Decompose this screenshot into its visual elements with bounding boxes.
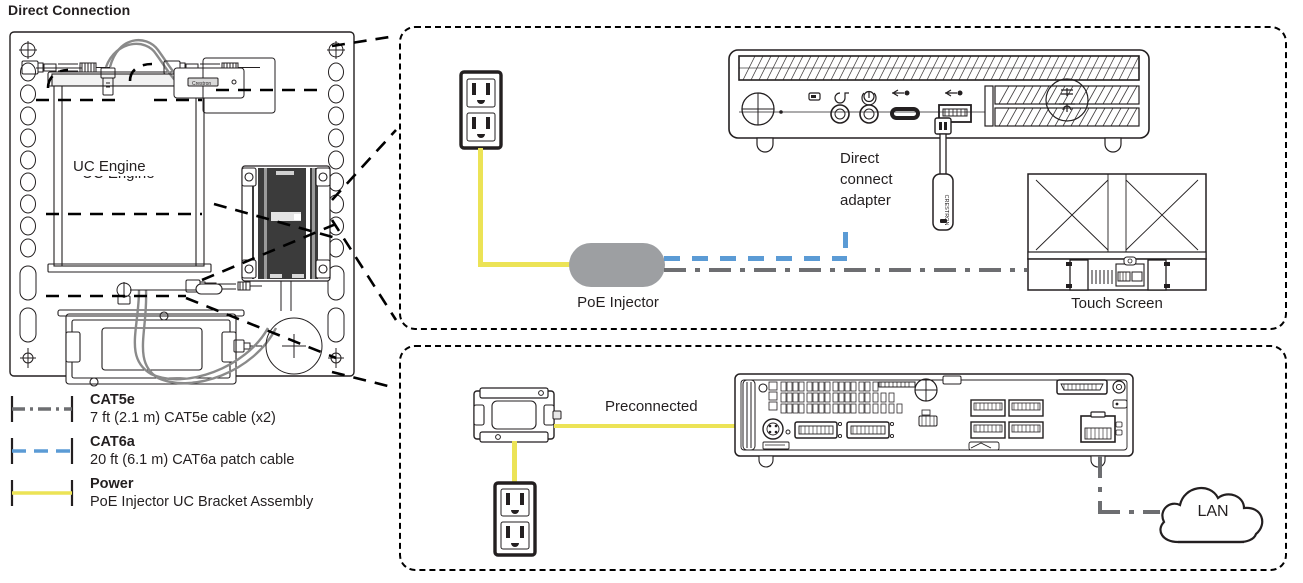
- legend-title-cat6a: CAT6a: [90, 434, 135, 450]
- uc-bracket-power-supply: [468, 387, 562, 443]
- cat5e-cable-rj45-riser: [1098, 456, 1102, 514]
- touch-screen-label: Touch Screen: [1071, 295, 1163, 312]
- lan-label: LAN: [1197, 503, 1229, 520]
- legend-swatch-cat5e: [8, 394, 76, 424]
- uc-engine-front-panel: [727, 48, 1152, 153]
- callout-leader-lines: [330, 34, 398, 390]
- cat6a-cable-poe-to-adapter-horizontal: [664, 256, 847, 261]
- callout-panel-lan-connection: [399, 345, 1287, 571]
- power-cable-outlet-to-poe-horizontal: [478, 262, 573, 267]
- power-cable-preconnected: [554, 424, 762, 428]
- touch-screen-device: [1026, 172, 1208, 292]
- lan-cloud: [1152, 472, 1274, 554]
- svg-text:Crestron: Crestron: [192, 81, 211, 87]
- legend-desc-power: PoE Injector UC Bracket Assembly: [90, 494, 314, 510]
- legend-title-power: Power: [90, 476, 134, 492]
- direct-connect-adapter: CRESTRON: [925, 117, 961, 238]
- uc-bracket-assembly-drawing: Crestron: [6, 28, 358, 387]
- wall-outlet-bottom: [493, 481, 537, 557]
- cat5e-cable-to-lan: [1098, 510, 1160, 514]
- legend-title-cat5e: CAT5e: [90, 392, 135, 408]
- poe-injector-device: [569, 243, 665, 287]
- legend-swatch-power: [8, 478, 76, 508]
- direct-connect-adapter-label: Direct connect adapter: [840, 150, 893, 209]
- cat6a-cable-adapter-riser: [843, 232, 848, 260]
- legend-swatch-cat6a: [8, 436, 76, 466]
- legend-item-cat5e: CAT5e 7 ft (2.1 m) CAT5e cable (x2): [8, 392, 388, 428]
- power-cable-outlet-to-poe-vertical: [478, 148, 483, 266]
- callout-panel-direct-connection: [399, 26, 1287, 330]
- legend-desc-cat5e: 7 ft (2.1 m) CAT5e cable (x2): [90, 410, 276, 426]
- wall-outlet-top: [459, 70, 503, 150]
- uc-engine-rear-panel: [733, 372, 1135, 468]
- power-cable-brick-to-outlet: [512, 441, 517, 483]
- legend: CAT5e 7 ft (2.1 m) CAT5e cable (x2) CAT6…: [8, 392, 388, 518]
- svg-text:CRESTRON: CRESTRON: [943, 195, 949, 226]
- preconnected-label: Preconnected: [605, 398, 698, 415]
- uc-engine-label-overlay: UC Engine: [73, 158, 146, 175]
- legend-item-cat6a: CAT6a 20 ft (6.1 m) CAT6a patch cable: [8, 434, 388, 470]
- poe-injector-label: PoE Injector: [577, 294, 659, 311]
- legend-item-power: Power PoE Injector UC Bracket Assembly: [8, 476, 388, 512]
- page-title: Direct Connection: [8, 2, 131, 18]
- cat5e-cable-poe-to-touchscreen: [664, 268, 1027, 272]
- legend-desc-cat6a: 20 ft (6.1 m) CAT6a patch cable: [90, 452, 295, 468]
